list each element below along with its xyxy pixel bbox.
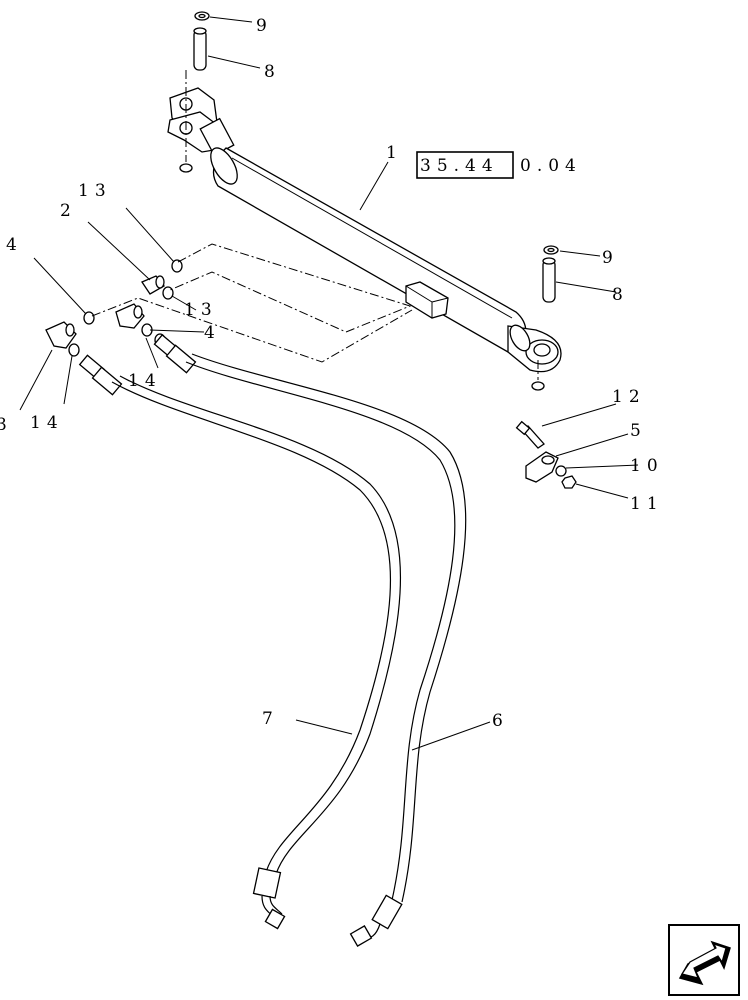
hose-7 [78,354,401,930]
fitting-2 [141,275,165,295]
label-13-top: 13 [78,181,112,201]
return-navigation-button[interactable] [668,924,740,996]
washer-rod-eye [531,360,545,391]
nut-11 [561,475,577,489]
label-13-mid: 13 [184,300,218,320]
elbow-fitting-right [115,303,145,329]
label-1: 1 [386,143,403,163]
label-9-right: 9 [602,248,619,268]
washer-10 [555,465,567,477]
leader-lines [19,16,639,751]
label-8-right: 8 [612,285,629,305]
label-10: 10 [630,456,664,476]
pin-right [542,257,556,303]
hydraulic-cylinder [167,87,562,373]
label-7: 7 [262,709,279,729]
label-9-top: 9 [256,16,273,36]
return-arrow-icon [678,940,731,986]
label-4-left: 4 [6,235,23,255]
label-3: 3 [0,415,13,435]
elbow-fitting-3 [45,321,77,349]
section-reference-rest: 0.04 [520,156,582,176]
callout-labels: 9 8 1 13 2 4 13 4 14 3 14 9 8 12 5 10 11… [0,16,664,731]
assembly-centerlines [91,243,413,363]
label-11: 11 [630,494,664,514]
section-reference: 35.44 0.04 [416,151,582,179]
o-ring-13-lower [162,286,174,300]
section-reference-boxed: 35.44 [420,156,499,176]
o-ring-4-left [83,311,95,325]
bolt-12 [515,420,545,449]
label-4-right: 4 [204,323,221,343]
label-12: 12 [612,387,646,407]
hose-6 [153,334,467,947]
washer-clevis [179,70,193,173]
cylinder-rod-eye [507,324,562,373]
o-ring-13-upper [171,259,183,273]
o-ring-14-left [68,343,80,357]
label-6: 6 [492,711,509,731]
label-8-top: 8 [264,62,281,82]
section-reference-box [416,151,514,179]
clip-top [194,11,210,21]
clip-right [543,245,559,255]
cylinder-clevis [167,87,235,157]
label-14-left: 14 [30,413,64,433]
label-14-mid: 14 [128,371,162,391]
label-5: 5 [630,421,647,441]
label-2: 2 [60,201,77,221]
clamp-5 [525,451,559,483]
cylinder-mount-block [405,281,449,319]
pin-top [193,27,207,71]
